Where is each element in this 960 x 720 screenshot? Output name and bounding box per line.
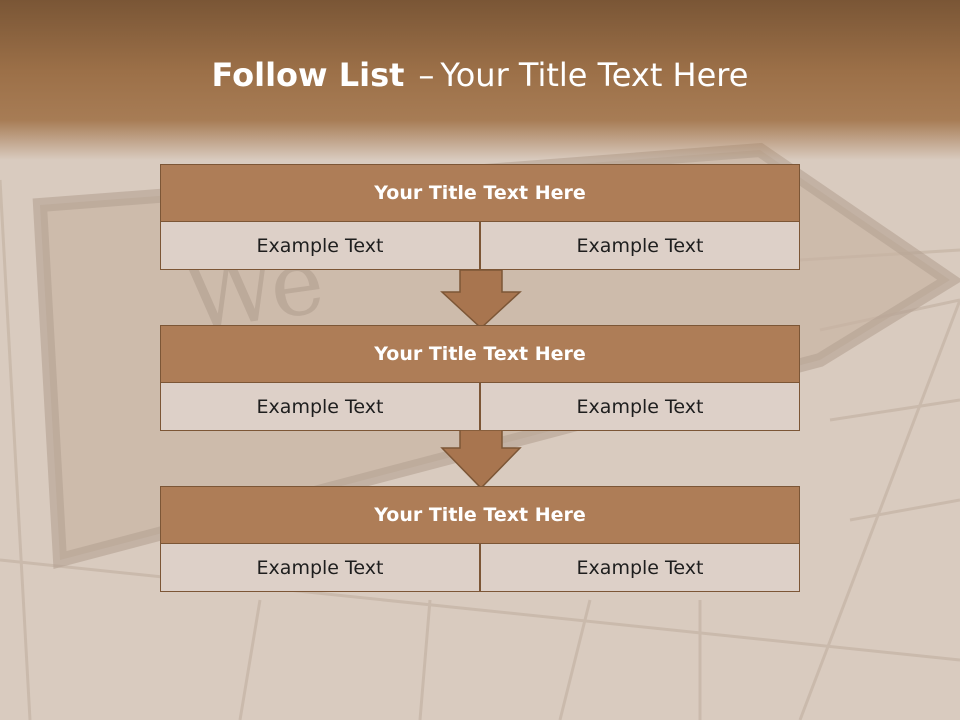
- slide-title-rest: Your Title Text Here: [440, 56, 749, 94]
- step-cell-right: Example Text: [480, 383, 800, 431]
- slide-title: Follow List–Your Title Text Here: [0, 50, 960, 100]
- step-row: Example Text Example Text: [160, 383, 800, 431]
- slide-title-bold: Follow List: [211, 56, 405, 94]
- slide-title-dash: –: [418, 56, 435, 94]
- step-block-3: Your Title Text Here Example Text Exampl…: [160, 486, 800, 592]
- step-row: Example Text Example Text: [160, 222, 800, 270]
- step-block-2: Your Title Text Here Example Text Exampl…: [160, 325, 800, 431]
- step-cell-left: Example Text: [160, 383, 480, 431]
- step-cell-right: Example Text: [480, 544, 800, 592]
- down-arrow-icon: [440, 270, 522, 330]
- step-cell-left: Example Text: [160, 544, 480, 592]
- step-cell-right: Example Text: [480, 222, 800, 270]
- step-title: Your Title Text Here: [160, 164, 800, 222]
- step-title: Your Title Text Here: [160, 486, 800, 544]
- header-band: [0, 0, 960, 160]
- step-title: Your Title Text Here: [160, 325, 800, 383]
- step-block-1: Your Title Text Here Example Text Exampl…: [160, 164, 800, 270]
- step-cell-left: Example Text: [160, 222, 480, 270]
- down-arrow-icon: [440, 430, 522, 490]
- step-row: Example Text Example Text: [160, 544, 800, 592]
